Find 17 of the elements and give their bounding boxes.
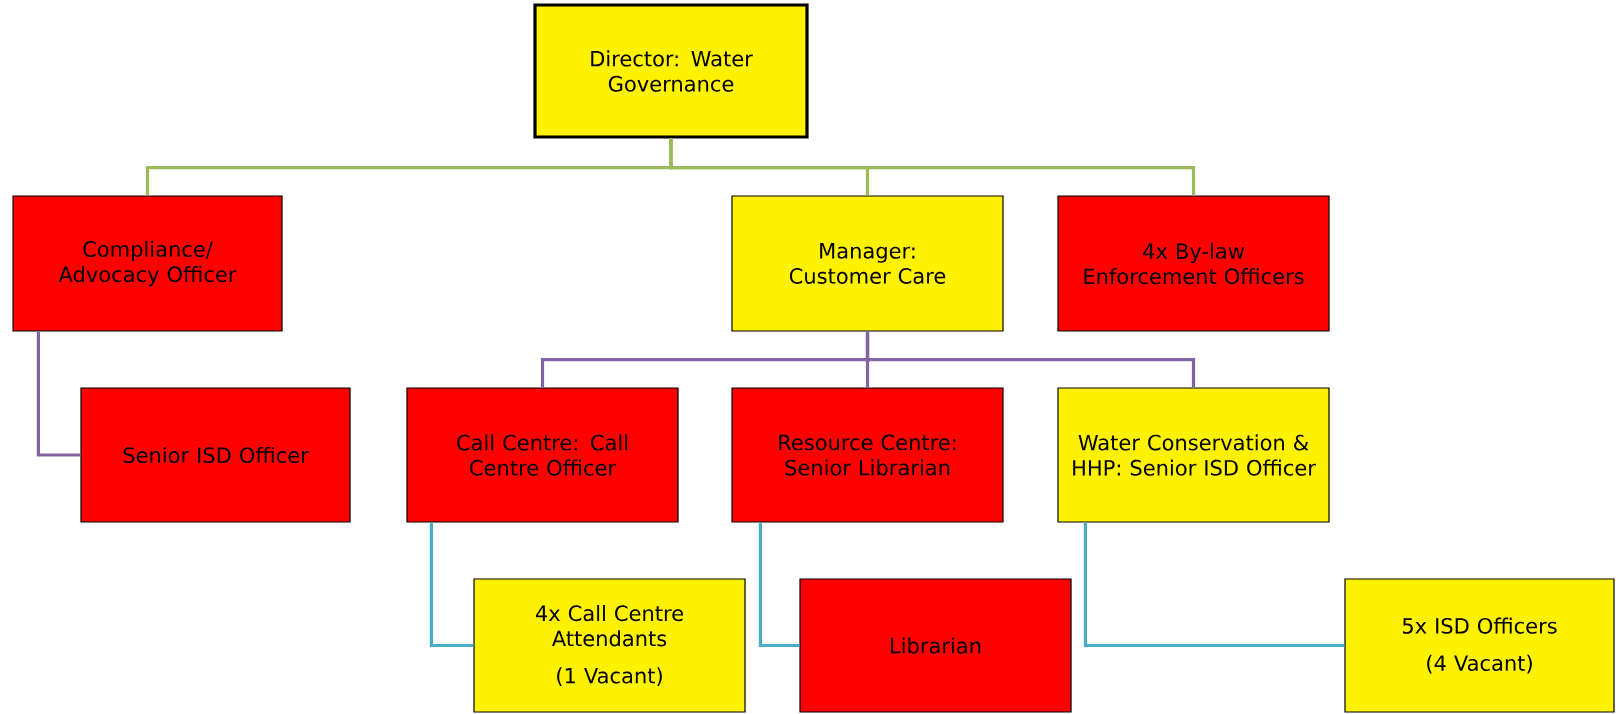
position-box: Compliance/ Advocacy Officer xyxy=(12,195,283,332)
connector-line xyxy=(669,138,1196,196)
position-box: 4x Call Centre Attendants (1 Vacant) xyxy=(473,578,746,713)
position-box: Resource Centre: Senior Librarian xyxy=(731,387,1004,523)
connector-line xyxy=(1083,522,1345,648)
connector-line xyxy=(865,331,1196,388)
position-box: Librarian xyxy=(799,578,1072,713)
connector-line xyxy=(429,522,474,648)
position-box: Director: Water Governance xyxy=(533,3,809,139)
position-box: 4x By-law Enforcement Officers xyxy=(1057,195,1330,332)
connector-line xyxy=(758,522,800,648)
position-box: Water Conservation & HHP: Senior ISD Officer xyxy=(1057,387,1330,523)
position-box: 5x ISD Officers (4 Vacant) xyxy=(1344,578,1615,713)
position-box: Manager: Customer Care xyxy=(731,195,1004,332)
position-box: Call Centre: Call Centre Officer xyxy=(406,387,679,523)
position-box: Senior ISD Officer xyxy=(80,387,351,523)
connector-line xyxy=(36,331,81,457)
